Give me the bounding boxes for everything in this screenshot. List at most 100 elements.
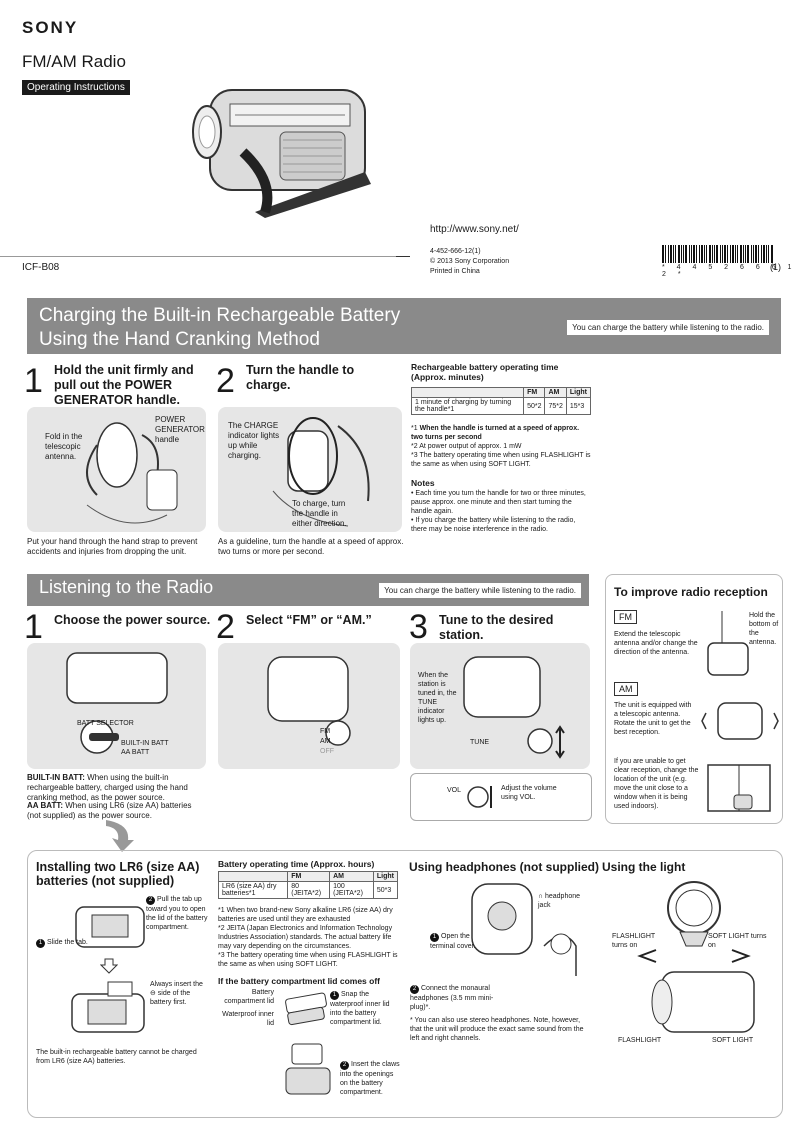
vol-text: Adjust the volume using VOL. — [501, 785, 557, 801]
charging-title-line1: Charging the Built-in Rechargeable Batte… — [39, 305, 401, 326]
charging-step2-caption: As a guideline, turn the handle at a spe… — [218, 537, 404, 556]
battery-lid-illustration — [75, 906, 145, 948]
listen-step3-panel: When the station is tuned in, the TUNE i… — [410, 643, 590, 769]
barcode-bar — [683, 245, 684, 263]
down-outline-arrow-icon — [100, 958, 118, 974]
footnote-text: When the handle is turned at a speed of … — [411, 425, 580, 441]
barcode-bar — [747, 245, 749, 263]
listen-step1-panel: BATT SELECTOR BUILT-IN BATT AA BATT — [27, 643, 206, 769]
battery-header-am: AM — [329, 871, 374, 882]
listening-title: Listening to the Radio — [39, 577, 214, 597]
footnote-text: When two brand-new Sony alkaline LR6 (si… — [218, 907, 393, 923]
recharge-header-fm: FM — [523, 387, 546, 398]
vol-box: VOL Adjust the volume using VOL. — [410, 773, 592, 821]
battery-bottom-note: The built-in rechargeable battery cannot… — [36, 1049, 197, 1065]
barcode-bar — [701, 245, 703, 263]
battery-insert-illustration — [71, 981, 145, 1033]
barcode-bar — [665, 245, 666, 263]
barcode-bar — [675, 245, 676, 263]
recharge-fm-value: 50*2 — [523, 397, 546, 415]
window-illustration — [707, 764, 771, 812]
battery-footnote-2: *2 JEITA (Japan Electronics and Informat… — [218, 924, 400, 951]
barcode-bar — [699, 245, 700, 263]
battery-header-fm: FM — [287, 871, 331, 882]
notes-list: • Each time you turn the handle for two … — [411, 489, 591, 534]
charging-title-line2: Using the Hand Cranking Method — [39, 329, 320, 350]
step-1-icon: 1 — [330, 991, 339, 1000]
fold-antenna-label: Fold in the telescopic antenna. — [45, 432, 83, 461]
barcode-bar — [696, 245, 697, 263]
battery-table-title: Battery operating time (Approx. hours) — [218, 859, 375, 869]
barcode-bar — [668, 245, 669, 263]
reception-fm-side: Hold the bottom of the antenna. — [749, 612, 779, 646]
listen-step2-num: 2 — [216, 608, 235, 646]
listen-step1-num: 1 — [24, 608, 43, 646]
copyright: © 2013 Sony Corporation — [430, 258, 510, 265]
charging-step1-panel: Fold in the telescopic antenna. POWER GE… — [27, 407, 206, 532]
battery-lid-label: Battery compartment lid — [224, 989, 274, 1005]
reception-fm-section: FM — [614, 607, 637, 625]
off-label: OFF — [320, 748, 334, 755]
battery-am-value: 100 (JEITA*2) — [329, 881, 374, 899]
battery-header-blank — [217, 871, 289, 882]
note-text: Each time you turn the handle for two or… — [411, 490, 586, 515]
page-marker: (1) — [770, 262, 781, 272]
barcode-bar — [771, 245, 773, 263]
builtin-desc-label: BUILT-IN BATT: — [27, 773, 85, 782]
headphones-note-text: You can also use stereo headphones. Note… — [410, 1017, 584, 1042]
barcode-bar — [724, 245, 726, 263]
reception-fm-label: FM — [614, 610, 637, 624]
barcode-bar — [753, 245, 754, 263]
recharge-footnotes: *1 When the handle is turned at a speed … — [411, 424, 591, 469]
barcode-bar — [662, 245, 664, 263]
recharge-light-value: 15*3 — [565, 397, 592, 415]
barcode-bar — [685, 245, 687, 263]
tuned-label: When the station is tuned in, the TUNE i… — [418, 672, 457, 724]
battery-light-value: 50*3 — [372, 881, 399, 899]
builtin-desc: BUILT-IN BATT: When using the built-in r… — [27, 773, 207, 803]
listening-banner: Listening to the Radio You can charge th… — [27, 574, 589, 606]
vol-label: VOL — [447, 787, 462, 794]
waterproof-lid-label: Waterproof inner lid — [222, 1011, 274, 1027]
charging-title: Charging the Built-in Rechargeable Batte… — [39, 304, 400, 352]
barcode-bar — [716, 245, 718, 263]
reception-fm-text: Extend the telescopic antenna and/or cha… — [614, 631, 698, 656]
footnote-text: At power output of approx. 1 mW — [419, 443, 522, 450]
am-label: AM — [320, 738, 331, 745]
charge-indicator-label: The CHARGE indicator lights up while cha… — [228, 421, 280, 460]
model-tick — [396, 256, 410, 257]
fm-label: FM — [320, 728, 331, 735]
reception-unable-text: If you are unable to get clear reception… — [614, 758, 699, 810]
listen-step3-num: 3 — [409, 608, 428, 646]
barcode-bar — [693, 245, 695, 263]
footnote-text: JEITA (Japan Electronics and Information… — [218, 925, 393, 950]
battery-table: FM AM Light LR6 (size AA) dry batteries*… — [217, 871, 399, 899]
listen-step3-text: Tune to the desired station. — [439, 613, 554, 642]
lid-step1-text: Snap the waterproof inner lid into the b… — [330, 991, 390, 1026]
footnote-mark: *3 — [411, 452, 418, 459]
battery-step2-text: Pull the tab up toward you to open the l… — [146, 896, 208, 931]
note-item: • If you charge the battery while listen… — [411, 517, 576, 533]
aa-batt-label: AA BATT — [121, 749, 150, 756]
radio-illustration — [192, 89, 371, 218]
antenna-radio-illustration — [707, 611, 749, 676]
website-url: http://www.sony.net/ — [430, 224, 519, 235]
footnote-text: The battery operating time when using FL… — [218, 952, 398, 968]
barcode-bar — [768, 245, 769, 263]
barcode-bar — [691, 245, 692, 263]
barcode-bar — [689, 245, 690, 263]
band-selector-illustration — [267, 656, 351, 746]
headphones-note: * You can also use stereo headphones. No… — [410, 1017, 584, 1042]
bottom-section — [27, 850, 783, 1118]
headphone-jack-label: ∩ headphone jack — [538, 893, 581, 909]
barcode-bar — [758, 245, 759, 263]
barcode-bar — [745, 245, 746, 263]
recharge-footnote-2: *2 At power output of approx. 1 mW — [411, 442, 591, 451]
lid-step2-text: Insert the claws into the openings on th… — [340, 1061, 400, 1096]
charging-note: You can charge the battery while listeni… — [567, 320, 769, 335]
battery-row-label: LR6 (size AA) dry batteries*1 — [217, 881, 289, 899]
